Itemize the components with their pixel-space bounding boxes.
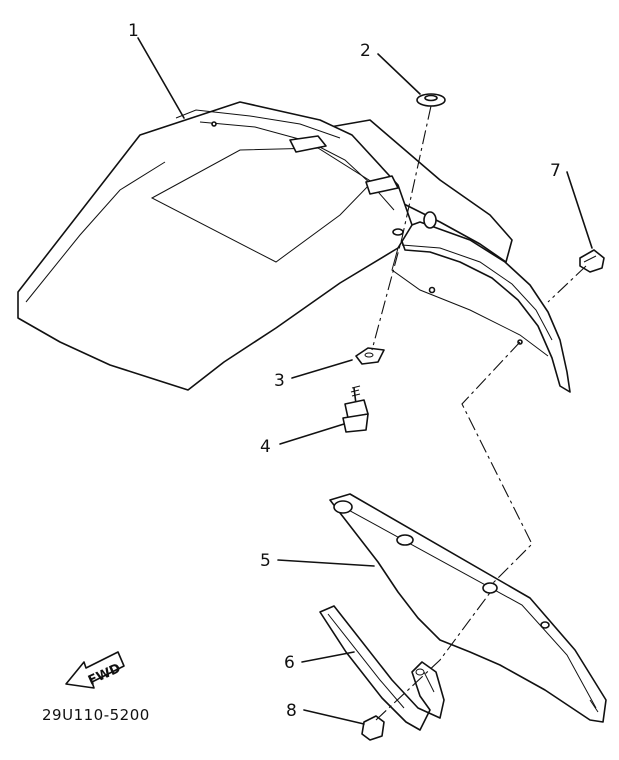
- callout-5: 5: [260, 551, 271, 571]
- callout-6: 6: [284, 653, 295, 673]
- part-2-grommet: [416, 93, 446, 107]
- part-6-bracket: [319, 605, 445, 731]
- part-3-washer: [355, 347, 385, 365]
- part-4-bolt: [342, 385, 369, 433]
- assembly-lines: [371, 105, 587, 721]
- callout-3: 3: [274, 371, 285, 391]
- part-5-flap: [329, 493, 607, 723]
- callout-4: 4: [260, 437, 271, 457]
- fwd-arrow-icon: FWD: [65, 651, 125, 689]
- leader-lines: [137, 37, 593, 725]
- part-code-label: 29U110-5200: [42, 706, 150, 724]
- callout-7: 7: [550, 161, 561, 181]
- rear-fender: [17, 101, 571, 393]
- callout-1: 1: [128, 21, 139, 41]
- callout-8: 8: [286, 701, 297, 721]
- callout-2: 2: [360, 41, 371, 61]
- part-8-nut: [361, 715, 385, 741]
